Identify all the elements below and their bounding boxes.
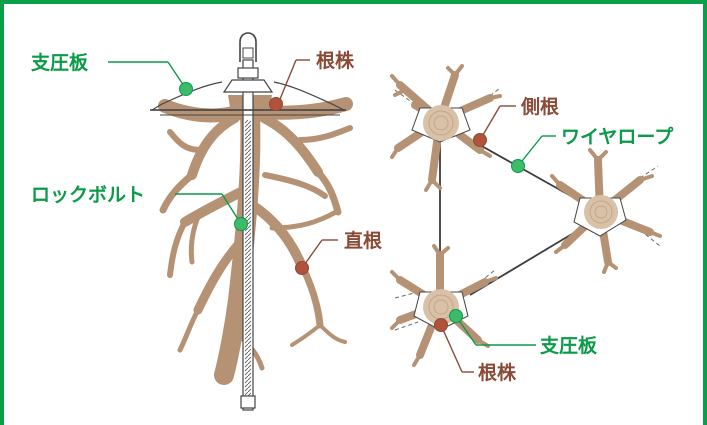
support-plate-label: 支圧板 [539, 334, 598, 357]
marker-dot [512, 160, 525, 173]
callout-support-plate-left: 支圧板 [30, 51, 193, 96]
wire-rope [440, 135, 582, 295]
marker-dot [474, 134, 487, 147]
callout-tap-root: 直根 [296, 229, 383, 275]
root-system [163, 95, 350, 375]
marker-dot [180, 83, 193, 96]
left-cross-section: 支圧板 根株 ロックボルト 直根 [30, 33, 382, 410]
marker-dot [270, 98, 283, 111]
marker-dot [450, 310, 463, 323]
marker-dot [435, 319, 448, 332]
stump-label: 根株 [478, 361, 517, 384]
callout-stump-right: 根株 [435, 319, 518, 385]
right-plan-view: 側根 ワイヤロープ 支圧板 根株 [392, 66, 674, 384]
rock-bolt-label: ロックボルト [31, 184, 145, 206]
stump-label: 根株 [316, 49, 355, 72]
marker-dot [296, 262, 309, 275]
tap-root-label: 直根 [344, 229, 382, 252]
stump-top-left [392, 66, 500, 190]
stump-right [552, 150, 660, 272]
stump-bottom-left [392, 246, 496, 365]
support-plate-label: 支圧板 [30, 51, 89, 74]
callout-wire-rope: ワイヤロープ [512, 125, 675, 173]
marker-dot [235, 218, 248, 231]
wire-rope-label: ワイヤロープ [561, 125, 674, 148]
lateral-root-label: 側根 [520, 95, 559, 118]
